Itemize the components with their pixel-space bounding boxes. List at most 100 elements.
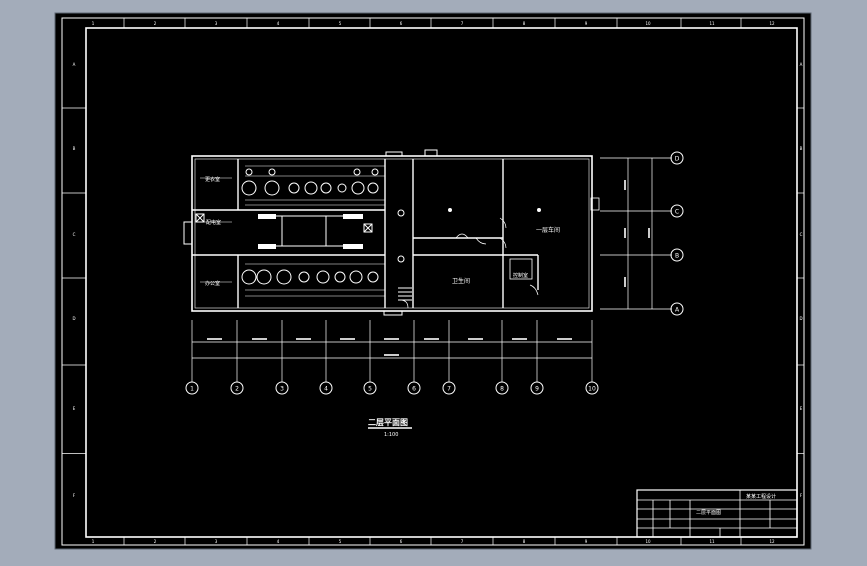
grid-bubble-column-label: 8 (500, 386, 504, 393)
zone-mark-bottom: 1 (92, 539, 95, 544)
zone-mark-right: B (800, 146, 803, 151)
grid-bubble-row (670, 204, 684, 218)
grid-bubble-column-label: 5 (368, 386, 372, 393)
plan-scale: 1:100 (384, 432, 398, 438)
zone-mark-bottom: 6 (400, 539, 403, 544)
zone-mark-top: 11 (709, 21, 715, 26)
equipment-row-bottom (241, 269, 379, 285)
grid-bubble-column (275, 381, 289, 395)
title-block-drawing-name: 二层平面图 (696, 510, 721, 516)
right-zone-marks: A B C D E F (797, 62, 804, 498)
equipment-row-top (241, 168, 379, 196)
room-label-workshop: 一层车间 (536, 226, 560, 234)
grid-bubble-column (363, 381, 377, 395)
plan-title: 二层平面图 (368, 418, 408, 427)
zone-mark-bottom: 4 (277, 539, 280, 544)
zone-mark-bottom: 11 (709, 539, 715, 544)
grid-bubble-column-label: 3 (280, 386, 284, 393)
zone-mark-top: 7 (461, 21, 464, 26)
zone-mark-top: 6 (400, 21, 403, 26)
room-label-office: 办公室 (205, 280, 220, 287)
zone-mark-bottom: 7 (461, 539, 464, 544)
grid-bubble-column-label: 4 (324, 386, 328, 393)
grid-bubble-column (585, 381, 599, 395)
corridor-equipment (258, 214, 363, 249)
grid-bubble-column-label: 2 (235, 386, 239, 393)
zone-mark-bottom: 10 (645, 539, 651, 544)
zone-mark-left: F (73, 493, 76, 498)
left-zone-marks: A B C D E F (62, 62, 86, 498)
zone-mark-top: 12 (769, 21, 775, 26)
dimension-values (207, 338, 572, 356)
zone-mark-left: C (73, 232, 76, 237)
annotation-scribbles (200, 165, 385, 297)
grid-bubble-column (530, 381, 544, 395)
stair-zone (383, 149, 438, 316)
outer-border (61, 17, 805, 546)
right-block-walls (413, 159, 600, 308)
title-block (636, 489, 798, 538)
zone-mark-top: 1 (92, 21, 95, 26)
grid-bubble-column-label: 1 (190, 386, 194, 393)
room-label-control: 控制室 (513, 272, 528, 279)
grid-bubble-row-label: B (675, 253, 679, 260)
zone-mark-right: E (800, 406, 803, 411)
grid-bubble-column (319, 381, 333, 395)
room-label-locker: 更衣室 (205, 176, 220, 183)
row-grid-bubbles: D C B A (670, 151, 684, 316)
zone-mark-top: 4 (277, 21, 280, 26)
zone-mark-left: E (73, 406, 76, 411)
grid-bubble-column (185, 381, 199, 395)
dimension-chain (191, 320, 593, 382)
inner-frame (85, 27, 798, 538)
zone-mark-right: A (800, 62, 803, 67)
zone-mark-bottom: 12 (769, 539, 775, 544)
floor-plan (183, 149, 672, 382)
title-block-project: 某某工程设计 (746, 493, 776, 500)
zone-mark-left: B (73, 146, 76, 151)
zone-mark-bottom: 8 (523, 539, 526, 544)
zone-mark-top: 10 (645, 21, 651, 26)
door-swings (399, 217, 539, 309)
zone-mark-right: F (800, 493, 803, 498)
grid-bubble-column (495, 381, 509, 395)
grid-bubble-row-label: A (675, 307, 680, 314)
zone-mark-bottom: 2 (154, 539, 157, 544)
grid-bubble-row-label: C (675, 209, 679, 216)
room-label-toilet: 卫生间 (452, 277, 470, 285)
zone-mark-top: 5 (339, 21, 342, 26)
room-label-power: 配电室 (206, 219, 221, 226)
zone-mark-top: 3 (215, 21, 218, 26)
zone-mark-top: 9 (585, 21, 588, 26)
zone-mark-bottom: 5 (339, 539, 342, 544)
row-grid-lines (600, 157, 672, 310)
zone-mark-right: C (800, 232, 803, 237)
zone-mark-bottom: 9 (585, 539, 588, 544)
zone-mark-left: D (72, 316, 75, 321)
grid-bubble-row (670, 302, 684, 316)
grid-bubble-column (407, 381, 421, 395)
grid-bubble-column (230, 381, 244, 395)
grid-bubble-column-label: 6 (412, 386, 416, 393)
grid-bubble-column-label: 10 (588, 386, 596, 393)
zone-mark-right: D (799, 316, 802, 321)
column-grid-bubbles: 1 2 3 4 5 6 7 8 9 10 (185, 381, 599, 395)
grid-bubble-row (670, 151, 684, 165)
zone-mark-top: 8 (523, 21, 526, 26)
grid-bubble-row (670, 248, 684, 262)
room-labels: 一层车间 卫生间 控制室 更衣室 办公室 配电室 (205, 176, 560, 287)
grid-bubble-column-label: 7 (447, 386, 451, 393)
zone-mark-left: A (73, 62, 76, 67)
corridor-pipes (183, 213, 373, 247)
zone-mark-bottom: 3 (215, 539, 218, 544)
grid-bubble-column (442, 381, 456, 395)
grid-bubble-row-label: D (675, 156, 680, 163)
zone-mark-top: 2 (154, 21, 157, 26)
left-block-walls (192, 159, 414, 308)
paper-background (54, 12, 812, 550)
grid-bubble-column-label: 9 (535, 386, 539, 393)
